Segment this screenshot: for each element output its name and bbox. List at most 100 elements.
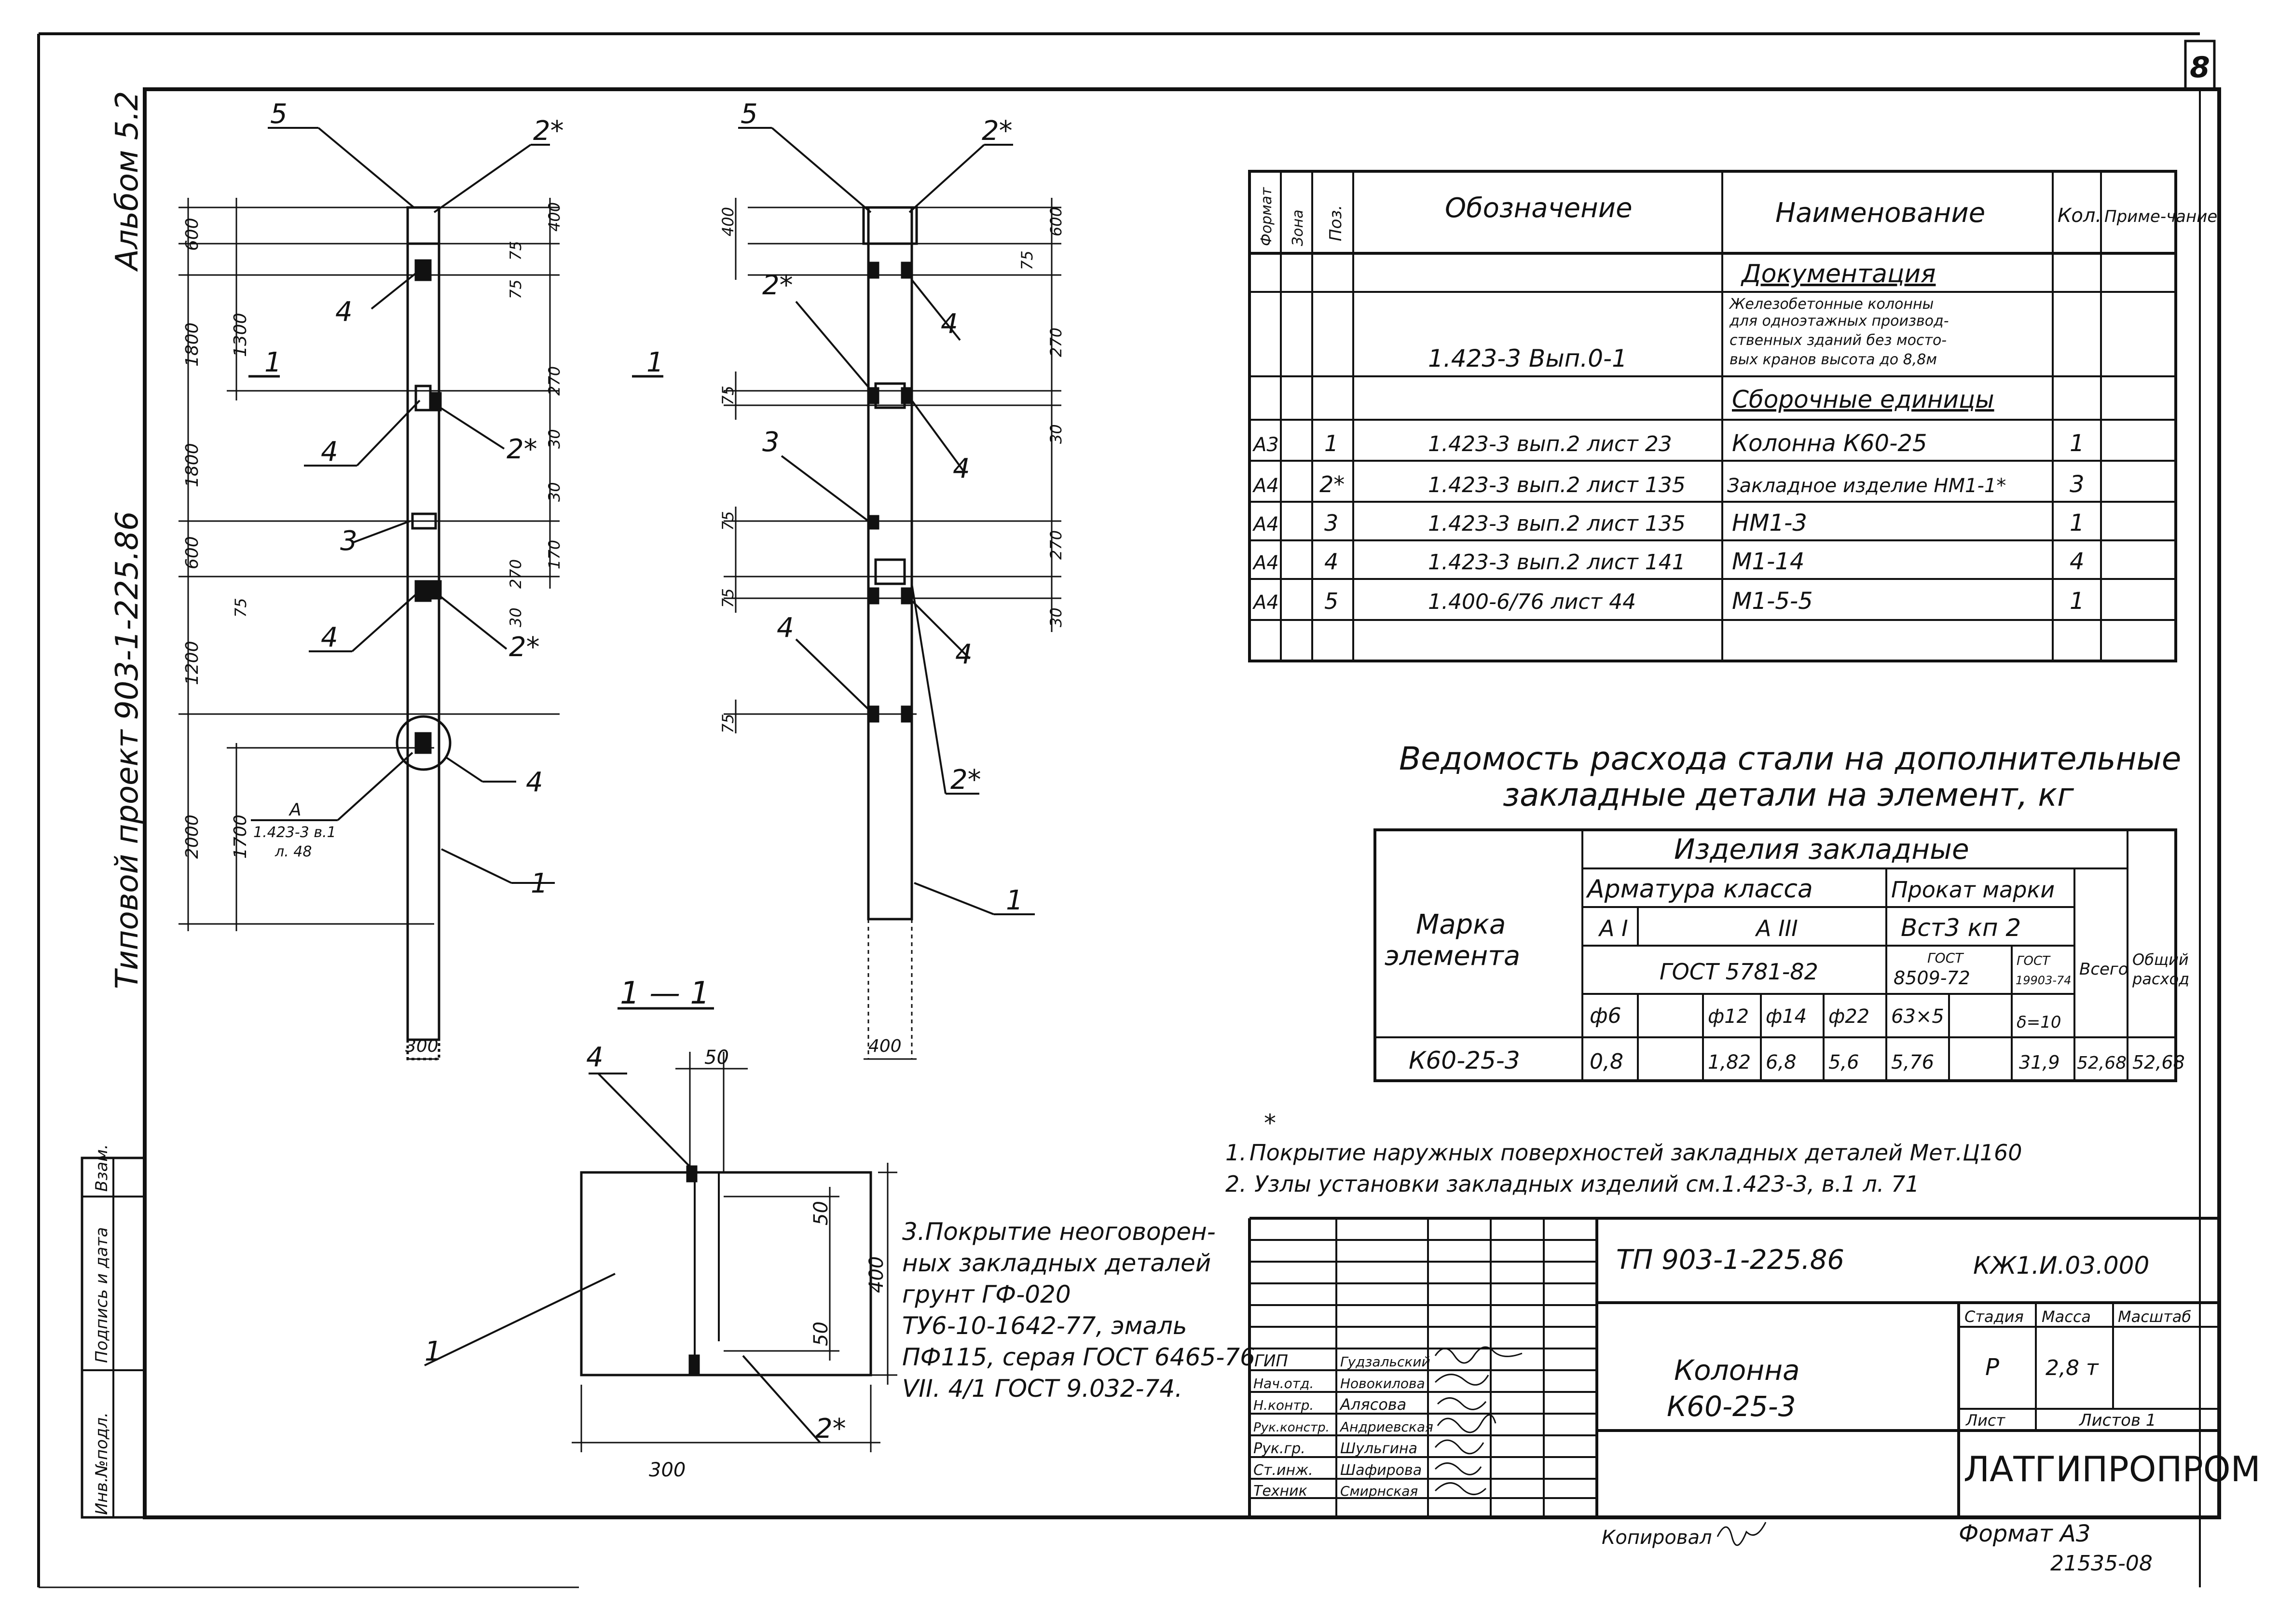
spec-row-pos: 2* (1319, 471, 1345, 497)
steel-val-f22: 5,6 (1828, 1051, 1859, 1073)
steel-val-f14: 6,8 (1766, 1051, 1797, 1073)
steel-title-1: Ведомость расхода стали на дополнительны… (1399, 740, 2181, 777)
note-1: Покрытие наружных поверхностей закладных… (1249, 1140, 2022, 1166)
callout-2star-left-top: 2* (533, 115, 564, 147)
dim-r-right-270a: 270 (1047, 328, 1065, 357)
steel-table-header: Марка элемента Изделия закладные Арматур… (1385, 833, 2189, 1032)
spec-row-format: А3 (1252, 434, 1279, 456)
tb-code: ТП 903-1-225.86 (1616, 1244, 1844, 1276)
callout-2star-right-low: 2* (950, 764, 981, 796)
left-column-view (178, 127, 663, 1060)
dim-r-left-400: 400 (719, 207, 737, 236)
footer-format: Формат А3 (1959, 1520, 2090, 1547)
dim-right-30-c: 30 (507, 607, 525, 627)
callout-4-right-c: 4 (777, 612, 794, 644)
callout-4-right-a: 4 (941, 308, 958, 340)
callout-4-right-d: 4 (955, 639, 973, 670)
steel-cls-a1: А I (1598, 915, 1628, 941)
right-width-dim: 400 (868, 1036, 902, 1056)
footer: Копировал Формат А3 21535-08 (1602, 1520, 2153, 1576)
spec-row-format: А4 (1252, 513, 1279, 536)
tb-person: Андриевская (1339, 1419, 1433, 1435)
callout-1-right: 1 (1006, 885, 1023, 916)
steel-rebar: Арматура класса (1586, 875, 1813, 904)
spec-head-qty: Кол. (2058, 205, 2101, 227)
steel-row-mark: К60-25-3 (1409, 1046, 1520, 1074)
tb-name-2: К60-25-3 (1667, 1390, 1796, 1423)
section-view (424, 1052, 897, 1452)
section-dim-50-a: 50 (810, 1201, 832, 1225)
section-callout-1: 1 (425, 1336, 442, 1367)
spec-head-format: Формат (1258, 187, 1275, 246)
tb-person: Гудзальский (1340, 1354, 1430, 1370)
spec-table-body: Документация Железобетонные колонны для … (1252, 260, 2085, 615)
project-label: Типовой проект 903-1-225.86 (110, 511, 145, 989)
spec-row-5: А4 5 1.400-6/76 лист 44 М1-5-5 1 (1252, 588, 2085, 615)
steel-total: Всего (2079, 960, 2128, 979)
tb-person: Алясова (1339, 1395, 1406, 1414)
callout-2star-left-low: 2* (509, 632, 540, 663)
dim-right-75-b: 75 (507, 279, 525, 299)
note3-line-3: грунт ГФ-020 (902, 1280, 1071, 1308)
spec-row-format: А4 (1252, 592, 1279, 614)
page-number: 8 (2190, 51, 2210, 84)
section-callout-2star: 2* (815, 1413, 846, 1445)
dim-left-2000: 2000 (182, 814, 202, 859)
notes: * 1. Покрытие наружных поверхностей закл… (1225, 1109, 2022, 1197)
spec-row-3: А4 3 1.423-3 вып.2 лист 135 НМ1-3 1 (1252, 509, 2085, 537)
callout-4-left-d: 4 (526, 767, 543, 798)
section-labels: 4 1 2* 50 50 400 50 300 (425, 1042, 888, 1481)
spec-row-designation: 1.423-3 вып.2 лист 23 (1428, 432, 1672, 456)
tb-role: Техник (1253, 1483, 1307, 1500)
tb-role: ГИП (1254, 1351, 1288, 1371)
right-view-callouts: 5 2* 2* 4 3 4 4 4 2* 1 400 400 75 75 75 … (719, 98, 1065, 1056)
steel-val-63x5: 5,76 (1891, 1051, 1934, 1073)
tb-role: Рук.гр. (1253, 1440, 1305, 1457)
callout-3-right: 3 (762, 427, 780, 458)
note3-line-2: ных закладных деталей (902, 1249, 1211, 1277)
dim-left-1800-a: 1800 (182, 322, 202, 367)
spec-doc-designation: 1.423-3 Вып.0-1 (1428, 344, 1627, 372)
dim-r-right-30a: 30 (1047, 424, 1065, 444)
note3-line-1: 3.Покрытие неоговорен- (902, 1218, 1216, 1246)
spec-row-designation: 1.423-3 вып.2 лист 141 (1428, 550, 1686, 575)
spec-row-designation: 1.423-3 вып.2 лист 135 (1428, 473, 1686, 497)
stamp-replace: Взам. (92, 1144, 111, 1192)
spec-row-name: М1-14 (1732, 548, 1804, 575)
spec-doc-name-1: Железобетонные колонны (1729, 296, 1934, 313)
callout-4-left-a: 4 (335, 296, 353, 328)
steel-grade: Вст3 кп 2 (1901, 914, 2021, 942)
spec-row-pos: 4 (1324, 549, 1338, 575)
spec-row-name: М1-5-5 (1732, 588, 1813, 615)
spec-row-pos: 1 (1324, 430, 1338, 456)
steel-overall-2: расход (2132, 970, 2189, 988)
callout-5-right: 5 (741, 98, 758, 130)
callout-4-left-c: 4 (321, 622, 338, 653)
left-width-dim: 300 (405, 1036, 439, 1056)
dim-right-270: 270 (545, 366, 563, 396)
spec-head-note: Приме-чание (2104, 207, 2217, 226)
spec-table-header: Формат Зона Поз. Обозначение Наименовани… (1258, 187, 2217, 246)
spec-doc-name-2: для одноэтажных производ- (1729, 313, 1949, 330)
steel-table-row: К60-25-3 0,8 1,82 6,8 5,6 5,76 31,9 52,6… (1409, 1046, 2185, 1074)
steel-title-2: закладные детали на элемент, кг (1503, 776, 2074, 813)
section-dim-300: 300 (649, 1459, 686, 1481)
tb-role: Н.контр. (1253, 1397, 1314, 1413)
signatures (1434, 1346, 1523, 1495)
spec-row-format: А4 (1252, 475, 1279, 497)
section-dim-400: 400 (865, 1256, 888, 1293)
tb-person: Шульгина (1340, 1440, 1417, 1457)
left-view-callouts: 5 2* 4 4 2* 3 4 2* 4 1 1 1 А 1.423-3 в.1… (182, 98, 664, 1056)
tb-stage: Р (1985, 1354, 1999, 1381)
dim-left-1200: 1200 (182, 641, 202, 685)
copied-signature (1716, 1522, 1767, 1546)
title-block: ТП 903-1-225.86 КЖ1.И.03.000 Колонна К60… (1253, 1244, 2261, 1500)
dim-r-right-270b: 270 (1047, 530, 1065, 560)
tb-organization: ЛАТГИПРОПРОМ (1963, 1449, 2261, 1489)
stamp-inventory-no: Инв.№подл. (92, 1412, 111, 1515)
note-2: Узлы установки закладных изделий см.1.42… (1254, 1171, 1920, 1197)
spec-row-qty: 1 (2070, 588, 2085, 615)
dim-right-30-b: 30 (545, 482, 563, 502)
spec-doc-name-3: ственных зданий без мосто- (1730, 332, 1947, 349)
note3-line-4: ТУ6-10-1642-77, эмаль (902, 1312, 1187, 1340)
